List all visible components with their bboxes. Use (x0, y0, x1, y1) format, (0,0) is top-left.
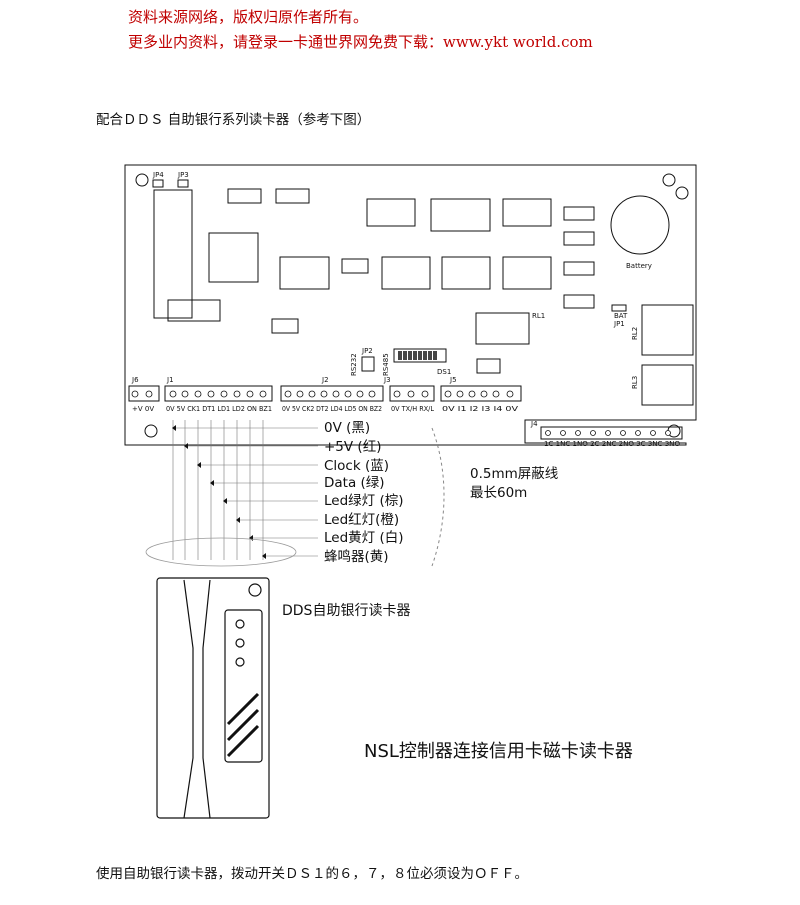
terminal-j1 (164, 385, 273, 402)
j1-label: J1 (166, 376, 174, 384)
chip (502, 198, 552, 227)
chip (563, 294, 595, 309)
j5-label: J5 (449, 376, 457, 384)
j3-pins: 0V TX/H RX/L (391, 405, 434, 413)
chip (366, 198, 416, 227)
j2-label: J2 (321, 376, 329, 384)
reader-stripes (226, 692, 260, 758)
rl3-label: RL3 (631, 376, 639, 389)
header-line-1: 资料来源网络，版权归原作者所有。 (128, 8, 369, 26)
relay-rl1 (475, 312, 530, 345)
wire-label-data: Data (绿) (324, 475, 385, 491)
chip (441, 256, 491, 290)
chip (476, 358, 501, 374)
caption-top: 配合ＤＤＳ 自助银行系列读卡器（参考下图） (96, 112, 371, 128)
rs485-label: RS485 (382, 353, 390, 376)
wire-label-5v: +5V (红) (324, 439, 381, 455)
battery (610, 195, 670, 255)
mount-hole (662, 173, 676, 187)
battery-label: Battery (626, 262, 652, 270)
chip (341, 258, 369, 274)
jp1-label: JP1 (613, 320, 625, 328)
chip (430, 198, 491, 232)
j6-pins: +V 0V (132, 405, 154, 413)
wire-label-led-yellow: Led黄灯 (白) (324, 530, 403, 546)
caption-bottom: 使用自助银行读卡器，拨动开关ＤＳ１的６，７，８位必须设为ＯＦＦ。 (96, 866, 528, 882)
rl1-label: RL1 (532, 312, 545, 320)
ds1-dip-switch (393, 348, 447, 363)
j6-label: J6 (131, 376, 139, 384)
reader-label: DDS自助银行读卡器 (282, 602, 410, 619)
card-reader-device (156, 577, 270, 819)
diagram-title: NSL控制器连接信用卡磁卡读卡器 (364, 741, 633, 762)
wire-label-0v: 0V (黑) (324, 420, 370, 436)
j3-label: J3 (383, 376, 391, 384)
chip (502, 256, 552, 290)
chip (563, 261, 595, 276)
j4-pins: 1C 1NC 1NO 2C 2NC 2NO 3C 3NC 3NO (544, 440, 680, 448)
terminal-j2 (280, 385, 384, 402)
cable-bundle (145, 537, 297, 567)
chip (381, 256, 431, 290)
j5-pins: 0V I1 I2 I3 I4 0V (442, 405, 518, 413)
wire-label-clock: Clock (蓝) (324, 458, 389, 474)
jp3-jumper (177, 179, 189, 188)
jp4-jumper (152, 179, 164, 188)
chip (563, 231, 595, 246)
chip (167, 299, 221, 322)
bat-jumper (611, 304, 627, 312)
j1-pins: 0V 5V CK1 DT1 LD1 LD2 ON BZ1 (166, 405, 272, 413)
chip (563, 206, 595, 221)
shield-line-1: 0.5mm屏蔽线 (470, 466, 558, 482)
chip (153, 189, 193, 319)
rs232-label: RS232 (350, 353, 358, 376)
chip (208, 232, 259, 283)
bat-label: BAT (614, 312, 628, 320)
mount-hole (135, 173, 149, 187)
wire-label-buzzer: 蜂鸣器(黄) (324, 548, 389, 565)
relay-rl3 (641, 364, 694, 406)
chip (275, 188, 310, 204)
jp2-label: JP2 (361, 347, 373, 355)
terminal-j5 (440, 385, 522, 402)
header-line-2: 更多业内资料，请登录一卡通世界网免费下载：www.ykt world.com (128, 33, 593, 51)
wire-label-led-red: Led红灯(橙) (324, 512, 399, 528)
j2-pins: 0V 5V CK2 DT2 LD4 LD5 ON BZ2 (282, 405, 382, 413)
jp2-jumper (361, 356, 375, 372)
jp3-label: JP3 (177, 171, 189, 179)
shield-brace (431, 427, 445, 567)
ds1-label: DS1 (437, 368, 451, 376)
chip (279, 256, 330, 290)
terminal-j6 (128, 385, 160, 402)
terminal-j3 (389, 385, 435, 402)
relay-rl2 (641, 304, 694, 356)
wire-label-led-green: Led绿灯 (棕) (324, 493, 403, 509)
mount-hole (675, 186, 689, 200)
shield-line-2: 最长60m (470, 485, 527, 501)
j4-label: J4 (530, 420, 538, 428)
controller-board-outline (124, 164, 697, 446)
cable-wires (172, 420, 318, 560)
chip (271, 318, 299, 334)
mount-hole (144, 424, 158, 438)
chip (227, 188, 262, 204)
terminal-j4 (540, 426, 683, 440)
rl2-label: RL2 (631, 327, 639, 340)
jp4-label: JP4 (152, 171, 164, 179)
